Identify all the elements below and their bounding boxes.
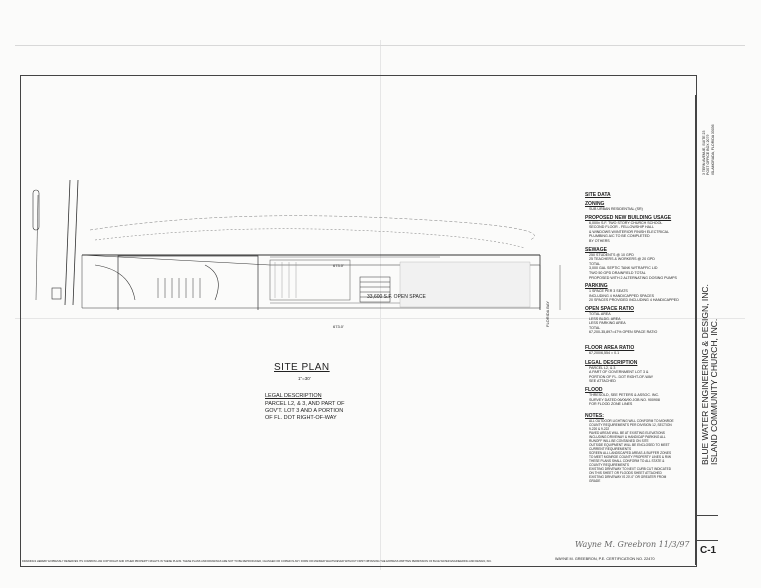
site-plan-scale: 1"=30' — [298, 376, 311, 381]
open-space-label: 33,600 S.F. OPEN SPACE — [367, 294, 426, 300]
fold-line — [380, 40, 381, 570]
far-text: 67,200/6,554 = 0.1 — [589, 351, 620, 355]
dimension-top: 673.0' — [333, 263, 344, 268]
fold-line — [15, 45, 745, 46]
site-data-panel-lower: FLOOR AREA RATIO 67,200/6,554 = 0.1 LEGA… — [585, 345, 695, 483]
sheet-number: C-1 — [700, 545, 717, 556]
notes-lines: ALL OUTDOOR LIGHTING WILL CONFORM TO MON… — [589, 418, 674, 483]
far-heading: FLOOR AREA RATIO — [585, 345, 635, 351]
plan-legal-heading: LEGAL DESCRIPTION — [265, 393, 322, 399]
flood-lines: THRESOLD, SEE PETERS & ASSOC. INC.SURVEY… — [589, 392, 660, 407]
plan-legal-lines: PARCEL L2, & 3, AND PART OF GOV'T. LOT 3… — [265, 401, 345, 421]
site-plan-drawing — [32, 179, 561, 310]
building-heading: PROPOSED NEW BUILDING USAGE — [585, 214, 672, 221]
engineer-stamp-text: WAYNE M. GREEBRON, P.E. CERTIFICATION NO… — [555, 557, 655, 561]
zoning-text: SUB URBAN RESIDENTIAL (SR) — [589, 207, 643, 211]
zoning-heading: ZONING — [585, 201, 605, 207]
engineer-signature: Wayne M. Greebron 11/3/97 — [575, 540, 690, 549]
site-plan-title: SITE PLAN — [274, 362, 330, 373]
street-label: FLORIDA BAY — [545, 301, 550, 327]
dimension-bottom: 673.0' — [333, 324, 344, 329]
title-block: C-1 BLUE WATER ENGINEERING & DESIGN, INC… — [695, 95, 719, 565]
open-space-heading: OPEN SPACE RATIO — [585, 305, 634, 312]
site-data-panel: SITE DATA ZONING SUB URBAN RESIDENTIAL (… — [585, 192, 695, 335]
project-name: ISLAND COMMUNITY CHURCH, INC. — [709, 318, 719, 465]
company-address: 3 TERN AVENUE, SUITE 23 POST OFFICE BOX … — [702, 124, 715, 175]
legal-heading: LEGAL DESCRIPTION — [585, 359, 638, 366]
copyright-footer: DRAWINGS HEREBY EXPRESSLY RESERVES ITS C… — [22, 560, 492, 563]
sewage-heading: SEWAGE — [585, 246, 607, 253]
flood-heading: FLOOD — [585, 386, 603, 393]
site-data-title: SITE DATA — [585, 192, 611, 198]
parking-heading: PARKING — [585, 283, 608, 290]
fold-line — [15, 318, 745, 319]
drawing-border — [20, 75, 697, 567]
notes-heading: NOTES: — [585, 412, 604, 419]
